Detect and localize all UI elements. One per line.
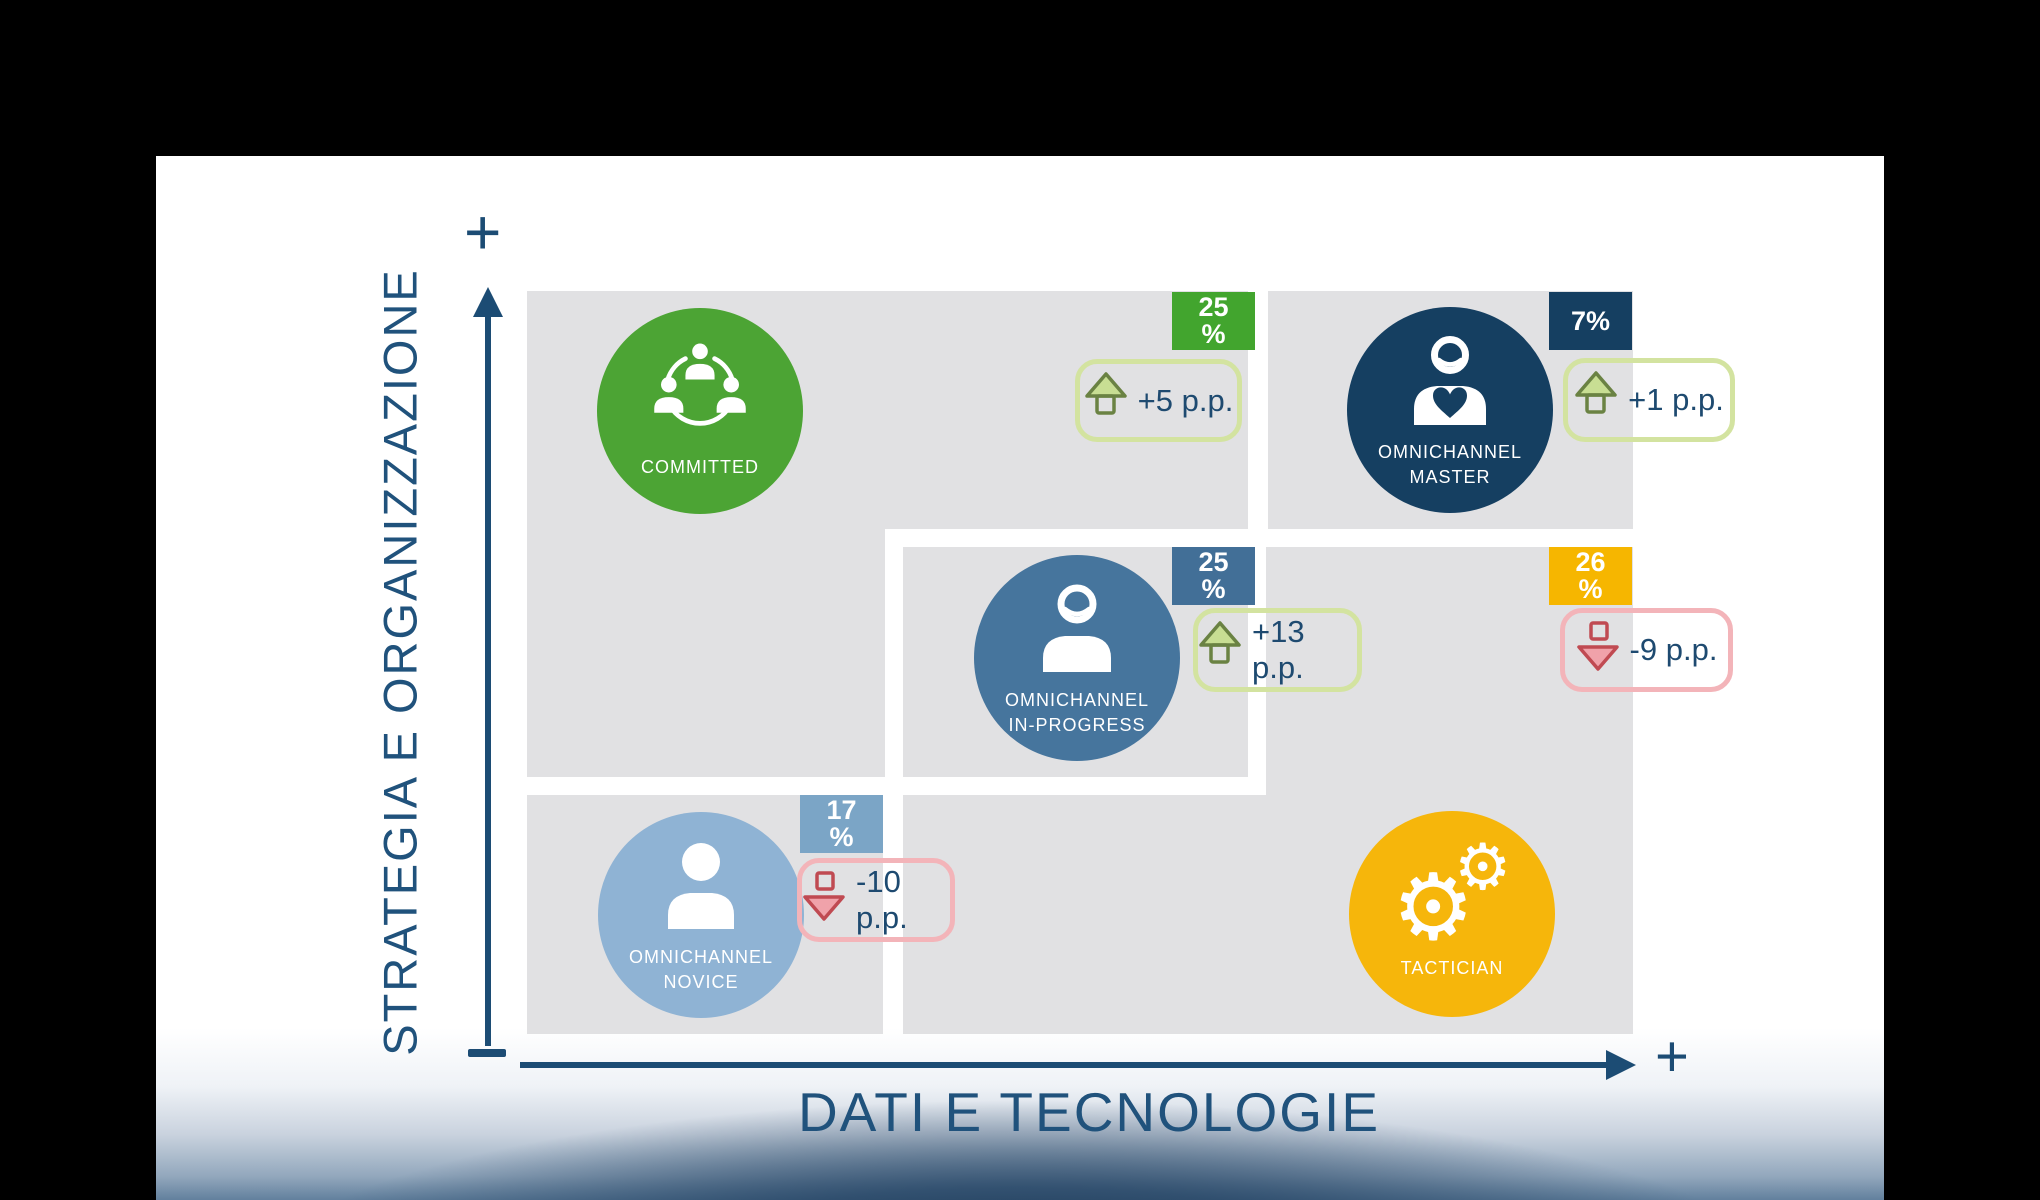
diagram-canvas: + + STRATEGIA E ORGANIZZAZIONE DATI E TE… xyxy=(156,156,1884,1200)
share-unit: % xyxy=(1578,574,1603,604)
segment-circle-novice: OMNICHANNEL NOVICE xyxy=(598,812,804,1018)
share-value: 25 xyxy=(1198,547,1229,577)
segment-circle-master: OMNICHANNEL MASTER xyxy=(1347,307,1553,513)
x-axis-line xyxy=(520,1062,1608,1068)
bottom-horizon-gradient xyxy=(156,1028,1884,1200)
segment-label-novice: OMNICHANNEL NOVICE xyxy=(629,945,773,994)
change-box-master: +1 p.p. xyxy=(1563,358,1735,442)
y-axis-arrowhead-icon xyxy=(473,287,503,317)
x-axis-arrowhead-icon xyxy=(1606,1050,1636,1080)
change-box-committed: +5 p.p. xyxy=(1075,359,1242,442)
y-axis-plus-sign: + xyxy=(464,196,502,268)
y-axis-label-line1: STRATEGIA E xyxy=(373,729,427,1056)
person-smile-icon xyxy=(1027,579,1127,684)
change-value: +5 p.p. xyxy=(1137,382,1234,418)
person-heart-icon xyxy=(1400,331,1500,436)
segment-label-tactician: TACTICIAN xyxy=(1401,956,1504,980)
share-badge-in-progress: 25 % xyxy=(1172,547,1255,605)
change-value: -10 p.p. xyxy=(856,864,908,935)
share-badge-committed: 25 % xyxy=(1172,292,1255,350)
x-axis-label: DATI E TECNOLOGIE xyxy=(797,1081,1381,1143)
change-value: +1 p.p. xyxy=(1628,382,1724,417)
segment-label-line: MASTER xyxy=(1409,466,1491,487)
y-axis-label-line2: ORGANIZZAZIONE xyxy=(373,268,427,715)
center-box-outline xyxy=(885,529,1266,795)
change-value: -9 p.p. xyxy=(1629,632,1718,667)
share-value: 7% xyxy=(1570,305,1611,336)
arrow-up-icon xyxy=(1574,370,1618,430)
change-box-novice: -10 p.p. xyxy=(797,858,955,942)
y-axis-line xyxy=(485,314,491,1046)
change-box-in-progress: +13 p.p. xyxy=(1193,608,1362,692)
segment-circle-committed: COMMITTED xyxy=(597,308,803,514)
y-axis-label: STRATEGIA E ORGANIZZAZIONE xyxy=(371,268,428,1056)
change-value: +13 p.p. xyxy=(1252,614,1305,685)
segment-label-line: TACTICIAN xyxy=(1400,957,1504,978)
segment-label-master: OMNICHANNEL MASTER xyxy=(1378,440,1522,489)
person-solid-icon xyxy=(651,836,751,941)
gears-icon: ⚙ ⚙ xyxy=(1392,836,1512,961)
share-unit: % xyxy=(1201,319,1226,349)
segment-circle-tactician: ⚙ ⚙ TACTICIAN xyxy=(1349,811,1555,1017)
arrow-down-icon xyxy=(802,870,846,930)
segment-label-line: NOVICE xyxy=(663,971,739,992)
arrow-up-icon xyxy=(1084,371,1128,431)
segment-label-committed: COMMITTED xyxy=(641,455,759,479)
gear-small-icon: ⚙ xyxy=(1454,830,1512,905)
gear-big-icon: ⚙ xyxy=(1392,853,1475,961)
x-axis-plus-sign: + xyxy=(1655,1024,1689,1089)
share-value: 25 xyxy=(1198,292,1229,322)
arrow-up-icon xyxy=(1198,620,1242,680)
segment-label-line: COMMITTED xyxy=(641,457,759,478)
share-badge-master: 7% xyxy=(1549,292,1632,350)
share-badge-tactician: 26 % xyxy=(1549,547,1632,605)
origin-minus-sign xyxy=(468,1049,506,1057)
segment-label-line: IN-PROGRESS xyxy=(1008,714,1146,735)
share-value: 26 xyxy=(1575,547,1606,577)
people-network-icon xyxy=(642,342,758,451)
share-unit: % xyxy=(829,822,854,852)
change-box-tactician: -9 p.p. xyxy=(1560,608,1733,692)
share-unit: % xyxy=(1201,574,1226,604)
segment-label-line: OMNICHANNEL xyxy=(1004,690,1149,711)
share-badge-novice: 17 % xyxy=(800,795,883,853)
share-value: 17 xyxy=(826,795,857,825)
segment-label-in-progress: OMNICHANNEL IN-PROGRESS xyxy=(1005,688,1149,737)
segment-label-line: OMNICHANNEL xyxy=(1377,442,1522,463)
segment-label-line: OMNICHANNEL xyxy=(628,947,773,968)
arrow-down-icon xyxy=(1576,620,1620,680)
segment-circle-in-progress: OMNICHANNEL IN-PROGRESS xyxy=(974,555,1180,761)
